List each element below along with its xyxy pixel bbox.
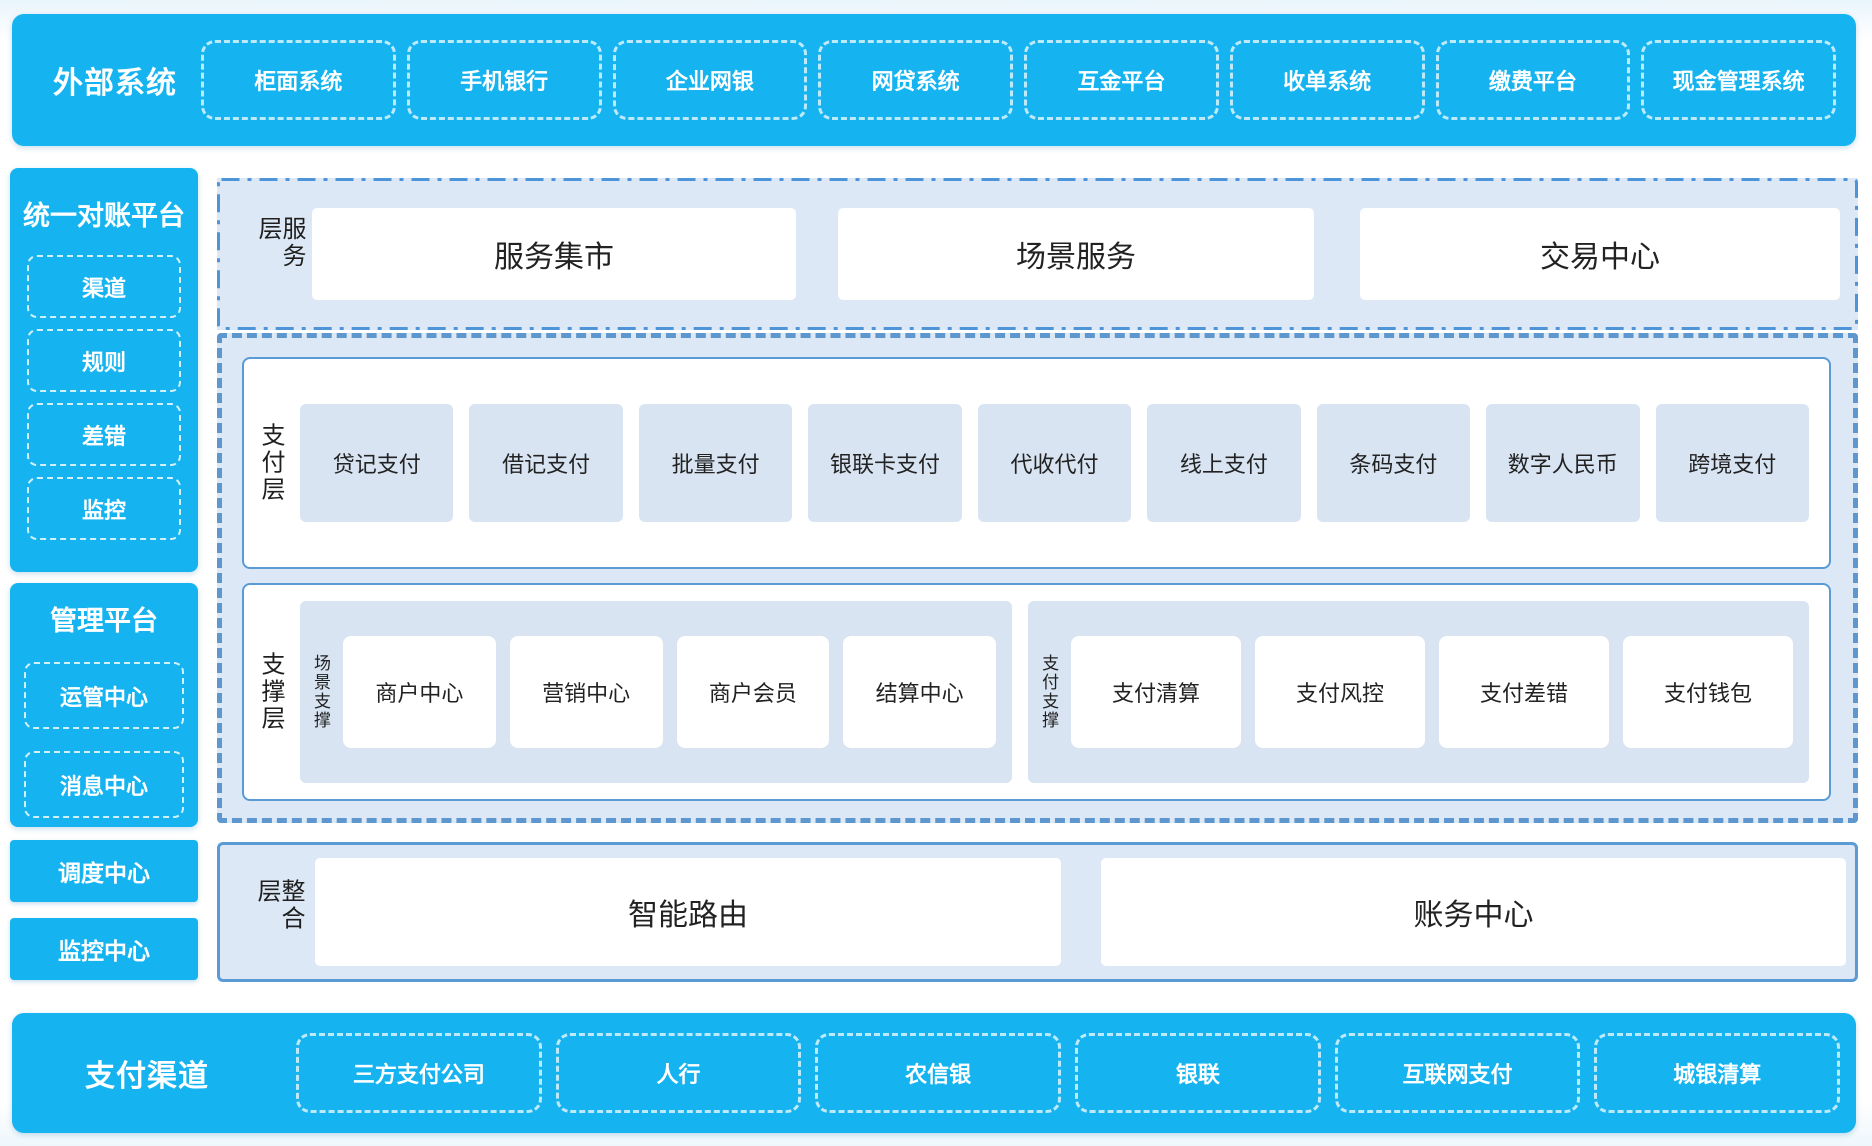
payment-layer-panel: 支付层 贷记支付 借记支付 批量支付 银联卡支付 代收代付 线上支付 条码支付 … [242, 357, 1831, 569]
service-layer-item: 交易中心 [1360, 208, 1840, 300]
payment-channels-bar: 支付渠道 三方支付公司 人行 农信银 银联 互联网支付 城银清算 [12, 1013, 1856, 1133]
core-layers-container: 支付层 贷记支付 借记支付 批量支付 银联卡支付 代收代付 线上支付 条码支付 … [217, 333, 1858, 823]
external-system-item: 缴费平台 [1435, 40, 1631, 120]
management-platform-panel: 管理平台 运管中心 消息中心 [10, 583, 198, 827]
payment-layer-item: 银联卡支付 [808, 404, 962, 522]
payment-layer-item: 条码支付 [1316, 404, 1471, 522]
support-layer-panel: 支撑层 场景支撑 商户中心 营销中心 商户会员 结算中心 支付支撑 支付清算 支… [242, 583, 1831, 801]
reconciliation-platform-panel: 统一对账平台 渠道 规则 差错 监控 [10, 168, 198, 572]
management-items: 运管中心 消息中心 [24, 662, 184, 818]
payment-layer-item: 跨境支付 [1655, 404, 1809, 522]
integration-layer-item: 账务中心 [1101, 858, 1846, 966]
reconciliation-item: 监控 [27, 477, 181, 540]
payment-layer-item: 借记支付 [469, 404, 623, 522]
service-layer-panel: 服务层 服务集市 场景服务 交易中心 [217, 178, 1858, 330]
payment-layer-item: 代收代付 [977, 404, 1132, 522]
monitoring-center-box: 监控中心 [10, 918, 198, 980]
management-platform-title: 管理平台 [50, 606, 158, 636]
dispatch-center-box: 调度中心 [10, 840, 198, 902]
payment-layer-item: 贷记支付 [300, 404, 454, 522]
payment-layer-item: 批量支付 [638, 404, 793, 522]
payment-support-item: 支付差错 [1439, 636, 1610, 748]
support-layer-label: 支撑层 [257, 651, 284, 733]
payment-channel-item: 三方支付公司 [296, 1033, 542, 1113]
scene-support-item: 营销中心 [509, 636, 663, 748]
external-system-item: 收单系统 [1229, 40, 1425, 120]
payment-channel-item: 农信银 [815, 1033, 1062, 1113]
scene-support-item: 结算中心 [843, 636, 997, 748]
external-system-item: 网贷系统 [818, 40, 1013, 120]
management-item: 运管中心 [24, 662, 184, 729]
external-systems-bar: 外部系统 柜面系统 手机银行 企业网银 网贷系统 互金平台 收单系统 缴费平台 … [12, 14, 1856, 146]
external-system-item: 现金管理系统 [1641, 40, 1836, 120]
scene-support-item: 商户会员 [676, 636, 830, 748]
payment-support-item: 支付钱包 [1623, 636, 1793, 748]
payment-support-group: 支付支撑 支付清算 支付风控 支付差错 支付钱包 [1028, 601, 1809, 783]
payment-channel-item: 互联网支付 [1334, 1033, 1581, 1113]
payment-layer-item: 数字人民币 [1486, 404, 1640, 522]
external-system-item: 柜面系统 [201, 40, 396, 120]
service-layer-label: 服务层 [254, 216, 305, 270]
integration-layer-item: 智能路由 [315, 858, 1061, 966]
integration-layer-label: 整合层 [253, 878, 304, 933]
payment-channel-item: 人行 [555, 1033, 802, 1113]
scene-support-item: 商户中心 [343, 636, 496, 748]
reconciliation-item: 差错 [27, 403, 181, 466]
payment-layer-label: 支付层 [257, 422, 284, 504]
payment-layer-item: 线上支付 [1147, 404, 1301, 522]
reconciliation-item: 规则 [27, 329, 181, 392]
payment-channels-title: 支付渠道 [85, 1060, 209, 1093]
payment-support-item: 支付风控 [1255, 636, 1426, 748]
payment-support-items: 支付清算 支付风控 支付差错 支付钱包 [1071, 636, 1793, 748]
payment-layer-items: 贷记支付 借记支付 批量支付 银联卡支付 代收代付 线上支付 条码支付 数字人民… [300, 404, 1809, 522]
management-item: 消息中心 [24, 751, 184, 818]
service-layer-item: 服务集市 [312, 208, 796, 300]
payment-support-label: 支付支撑 [1039, 654, 1059, 730]
scene-support-label: 场景支撑 [311, 654, 330, 730]
reconciliation-item: 渠道 [27, 255, 181, 318]
payment-support-item: 支付清算 [1071, 636, 1242, 748]
integration-layer-panel: 整合层 智能路由 账务中心 [217, 842, 1858, 982]
scene-support-items: 商户中心 营销中心 商户会员 结算中心 [343, 636, 997, 748]
reconciliation-items: 渠道 规则 差错 监控 [27, 255, 181, 540]
support-layer-groups: 场景支撑 商户中心 营销中心 商户会员 结算中心 支付支撑 支付清算 支付风控 … [300, 601, 1809, 783]
service-layer-item: 场景服务 [838, 208, 1314, 300]
external-system-item: 手机银行 [406, 40, 602, 120]
external-system-item: 企业网银 [612, 40, 808, 120]
payment-channel-item: 银联 [1075, 1033, 1321, 1113]
external-system-item: 互金平台 [1024, 40, 1219, 120]
external-systems-title: 外部系统 [53, 67, 177, 100]
scene-support-group: 场景支撑 商户中心 营销中心 商户会员 结算中心 [300, 601, 1013, 783]
payment-channel-item: 城银清算 [1594, 1033, 1841, 1113]
reconciliation-platform-title: 统一对账平台 [23, 201, 185, 231]
